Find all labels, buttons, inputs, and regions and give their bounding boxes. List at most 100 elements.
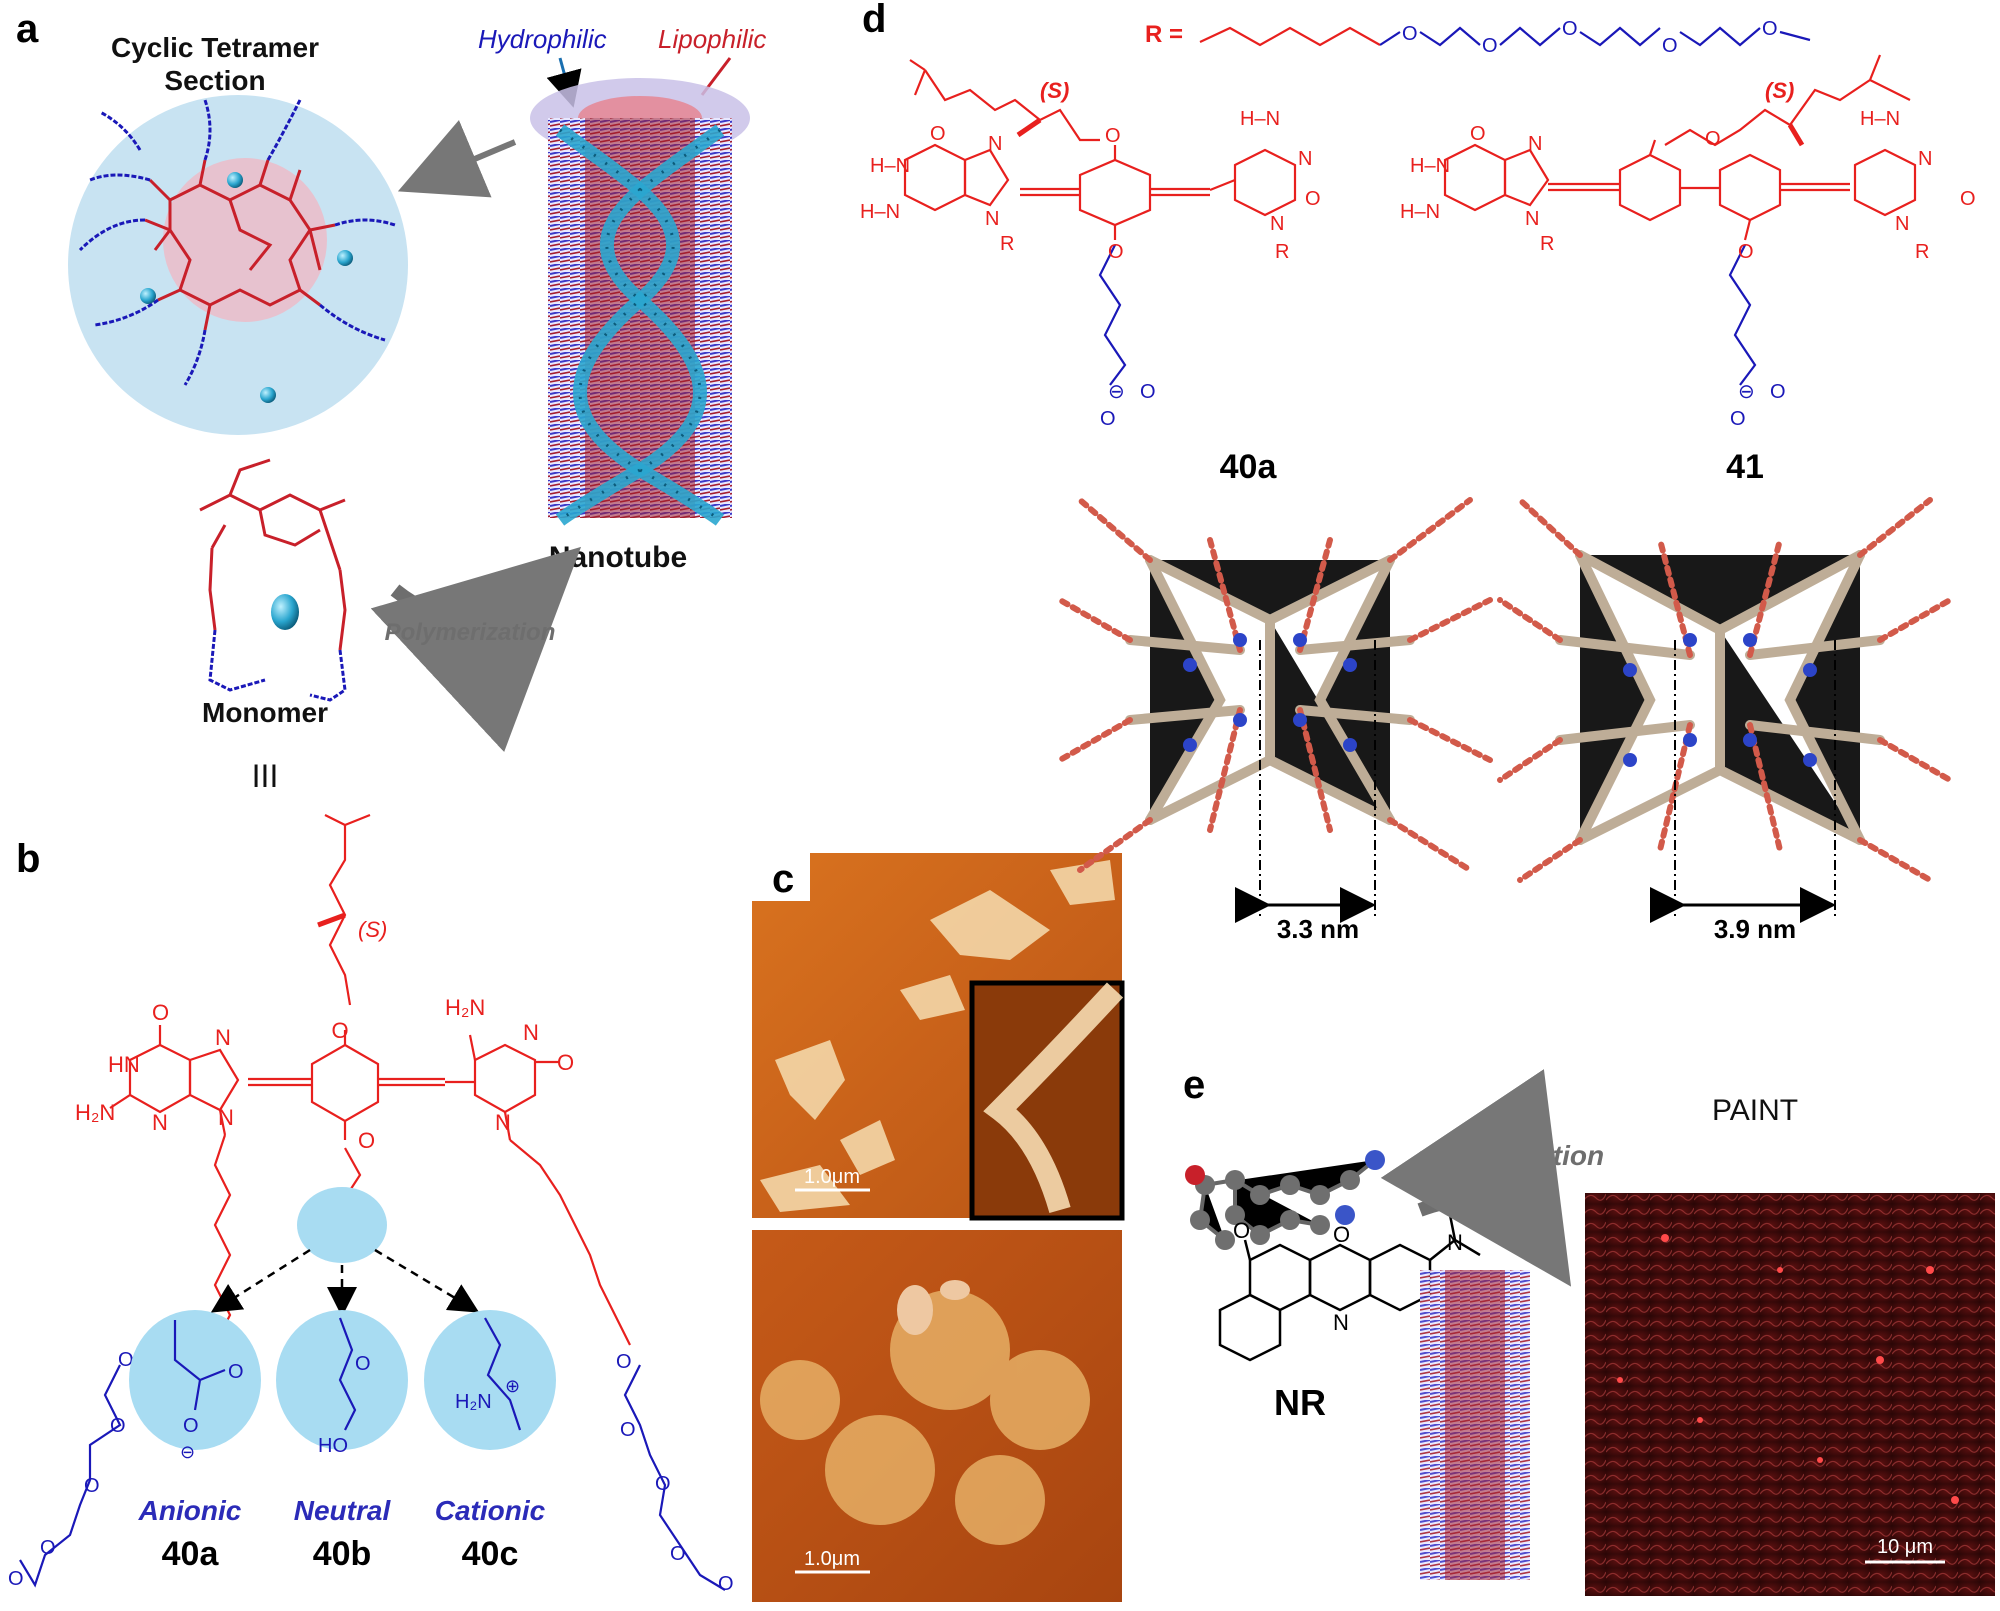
tetramer-arms <box>78 99 396 386</box>
h-n-h-atom: H–N <box>1240 108 1280 130</box>
h-n-h-atom: H–N <box>1860 108 1900 130</box>
tetramer-ball <box>260 387 276 403</box>
panel-letter-e: e <box>1183 1063 1205 1107</box>
variant-compound-labels: 40a 40b 40c <box>162 1535 519 1573</box>
variant-type-neutral: Neutral <box>294 1495 392 1526</box>
nitrogen-atom: N <box>1270 213 1284 235</box>
carboxylate-40a: ⊖ O O <box>1100 381 1156 430</box>
oxygen-atom: O <box>358 1128 375 1153</box>
small-nanotube <box>1420 1270 1530 1580</box>
left-alkyl-chain <box>213 1134 232 1346</box>
polymerization-label: Polymerization <box>385 619 556 646</box>
atoms-41: O H–N H–N N N R O O H–N N O N R <box>1400 108 1976 263</box>
compound-40b: 40b <box>313 1535 372 1573</box>
oxygen-atom: O <box>1140 381 1156 403</box>
label-41: 41 <box>1726 448 1764 486</box>
right-alkyl-chain <box>509 1139 631 1346</box>
neutral-atoms: O HO <box>318 1353 371 1457</box>
nitrogen-atom: N <box>152 1110 168 1135</box>
paint-spots <box>1617 1234 1959 1504</box>
central-benzene <box>248 1030 445 1140</box>
oxygen-atom: O <box>1960 188 1976 210</box>
oxygen-atom: O <box>183 1415 199 1437</box>
paint-image <box>1585 1193 1995 1596</box>
stereo-label-41: (S) <box>1765 78 1794 103</box>
panel-letter-b: b <box>16 837 40 881</box>
nitrogen-atom: N <box>215 1025 231 1050</box>
r-group-label: R = <box>1145 21 1183 48</box>
top-chain <box>317 813 371 1006</box>
anionic-structure <box>173 1320 226 1411</box>
oxygen-atom: O <box>40 1537 56 1559</box>
oxygen-atom: O <box>118 1349 134 1371</box>
paint-scale-label: 10 μm <box>1877 1536 1933 1558</box>
paint-label: PAINT <box>1712 1094 1798 1127</box>
oxygen-atom: O <box>84 1475 100 1497</box>
tetramer-ball <box>140 288 156 304</box>
nitrogen-atom: N <box>523 1020 539 1045</box>
r-atom: R <box>1275 241 1289 263</box>
cytosine-ring <box>445 1034 560 1141</box>
nr-label: NR <box>1274 1382 1326 1423</box>
neutral-structure <box>338 1317 357 1431</box>
r-atom: R <box>1540 233 1554 255</box>
oxygen-atom: O <box>1333 1222 1350 1247</box>
nitrogen-atom: N <box>1333 1310 1349 1335</box>
nitrogen-atom: N <box>218 1105 234 1130</box>
left-peg-chain <box>19 1364 122 1588</box>
cyclic-tetramer-title: Cyclic Tetramer <box>111 32 319 63</box>
panel-d: d R = O O O O O <box>860 0 1976 944</box>
plus-charge: ⊕ <box>505 1376 520 1396</box>
stereo-label-40a: (S) <box>1040 78 1069 103</box>
polymerization-arrow <box>370 546 582 753</box>
oxygen-atom: O <box>616 1351 632 1373</box>
label-40a: 40a <box>1220 448 1278 486</box>
oxygen-atom: O <box>8 1568 24 1590</box>
h2n-atom: H₂N <box>445 995 485 1020</box>
dye-label: Dye <box>1484 1105 1535 1136</box>
panel-c: c 1.0μm 1.0μm <box>752 853 1125 1602</box>
r-atom: R <box>1915 241 1929 263</box>
oxygen-atom: O <box>110 1415 126 1437</box>
lipophilic-label: Lipophilic <box>658 24 766 54</box>
hn-atom: H–N <box>1410 155 1450 177</box>
monomer-label: Monomer <box>202 697 328 728</box>
structure-40a: O H–N H–N N N R O O H–N N O N R ⊖ O O (S… <box>860 59 1321 430</box>
nitrogen-atom: N <box>1895 213 1909 235</box>
nh-atom: HN <box>108 1052 140 1077</box>
hydrophilic-label: Hydrophilic <box>478 24 607 54</box>
compound-40c: 40c <box>462 1535 519 1573</box>
oxygen-atom: O <box>670 1543 686 1565</box>
hydroxyl-atom: HO <box>318 1435 348 1457</box>
nanotube-label: Nanotube <box>549 541 687 574</box>
neutral-circle <box>276 1310 408 1450</box>
minus-charge: ⊖ <box>180 1442 195 1462</box>
scale-bar-top-label: 1.0μm <box>804 1166 860 1188</box>
monomer-roman-label: III <box>252 758 279 794</box>
h-n-atom: H–N <box>1400 201 1440 223</box>
h2n-atom: H₂N <box>455 1391 492 1413</box>
r-group-oxygens: O O O O O <box>1402 18 1778 57</box>
nile-red-ball-model <box>1185 1150 1385 1250</box>
variant-type-cationic: Cationic <box>435 1495 546 1526</box>
structure-41: O H–N H–N N N R O O H–N N O N R ⊖ O O (S… <box>1400 54 1976 430</box>
nitrogen-atom: N <box>1525 208 1539 230</box>
guanine-atoms: O HN H₂N N N N <box>75 1000 234 1135</box>
scale-bar-bottom-label: 1.0μm <box>804 1548 860 1570</box>
oxygen-atom: O <box>1762 18 1778 40</box>
tetramer-ball <box>337 250 353 266</box>
h2n-atom: H₂N <box>75 1100 115 1125</box>
hn-atom: H–N <box>870 155 910 177</box>
nitrogen-atom: N <box>988 133 1002 155</box>
anionic-circle <box>129 1310 261 1450</box>
r-atom: R <box>1000 233 1014 255</box>
variant-type-labels: Anionic Neutral Cationic <box>138 1495 546 1526</box>
oxygen-atom: O <box>1233 1218 1250 1243</box>
oxygen-atom: O <box>1402 23 1418 45</box>
arrow-anionic <box>210 1248 311 1313</box>
dimension-label-41: 3.9 nm <box>1714 914 1796 944</box>
oxygen-atom: O <box>1730 408 1746 430</box>
variant-node <box>297 1187 387 1263</box>
panel-e: e Dye encapsulation PAINT <box>1183 1063 1995 1596</box>
